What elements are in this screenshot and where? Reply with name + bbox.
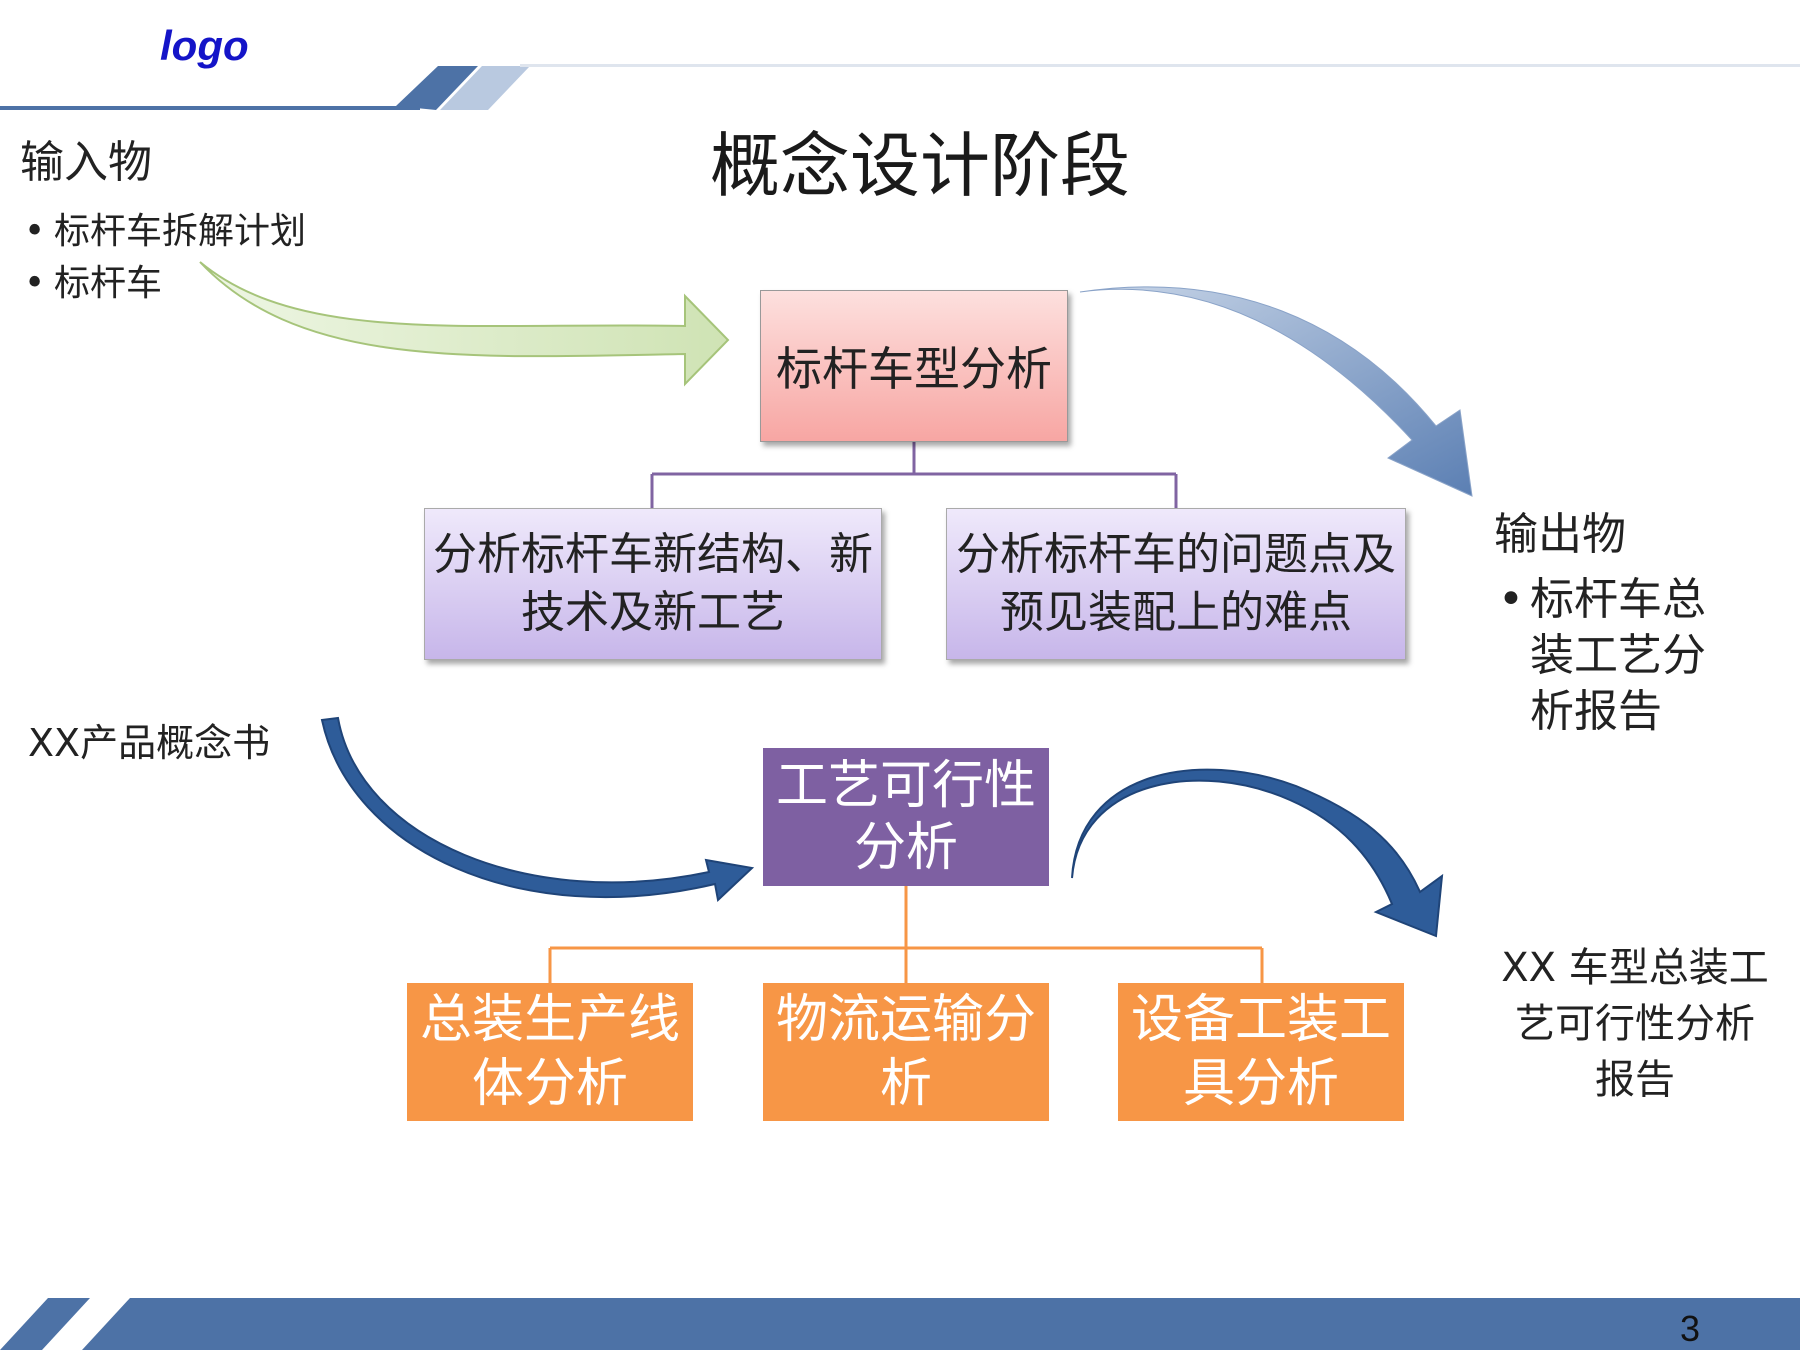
- input-item: 标杆车: [20, 258, 306, 310]
- header-rule: [0, 64, 1800, 110]
- feasibility-report-label: XX 车型总装工艺可行性分析报告: [1501, 945, 1769, 1103]
- output-arrow: [1079, 286, 1473, 497]
- feasibility-analysis-box: 工艺可行性分析: [763, 748, 1049, 886]
- equipment-tooling-box: 设备工装工具分析: [1118, 983, 1404, 1121]
- outputs-heading: 输出物: [1494, 509, 1626, 560]
- output-item: 标杆车总装工艺分析报告: [1494, 572, 1706, 740]
- slide-title: 概念设计阶段: [710, 125, 1130, 207]
- benchmark-analysis-box: 标杆车型分析: [760, 290, 1068, 442]
- inputs-heading: 输入物: [20, 137, 152, 188]
- lower-connectors: [548, 886, 1264, 983]
- logistics-box: 物流运输分析: [763, 983, 1049, 1121]
- problem-points-box: 分析标杆车的问题点及预见装配上的难点: [946, 508, 1406, 660]
- concept-book-label: XX产品概念书: [28, 721, 271, 765]
- footer-band: [0, 1298, 1800, 1350]
- outputs-list: 标杆车总装工艺分析报告: [1494, 572, 1706, 740]
- page-number: 3: [1680, 1308, 1701, 1349]
- input-item: 标杆车拆解计划: [20, 206, 306, 258]
- feasibility-output-arrow: [1071, 768, 1444, 938]
- new-structure-box: 分析标杆车新结构、新技术及新工艺: [424, 508, 882, 660]
- upper-connectors: [650, 442, 1178, 508]
- assembly-line-box: 总装生产线体分析: [407, 983, 693, 1121]
- logo: logo: [160, 22, 249, 69]
- input-arrow: [199, 261, 730, 387]
- concept-input-arrow: [320, 716, 755, 902]
- inputs-list: 标杆车拆解计划 标杆车: [20, 206, 306, 310]
